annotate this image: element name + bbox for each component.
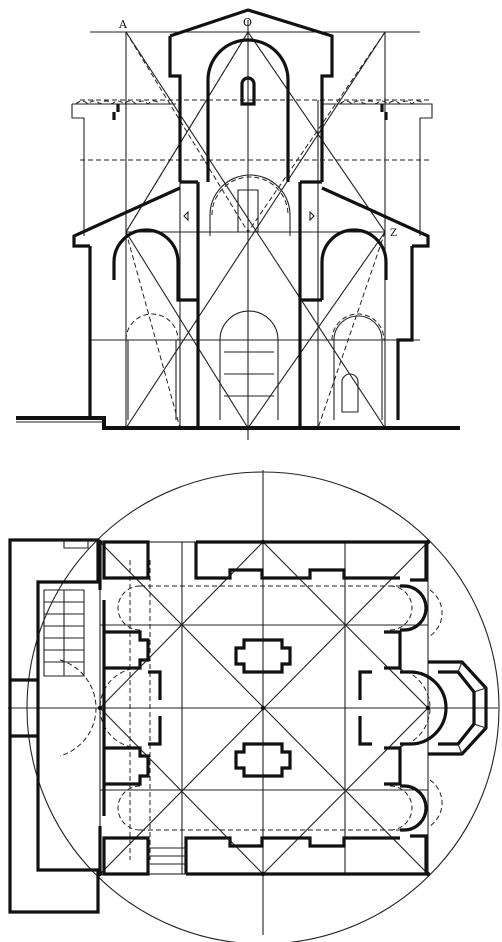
section-construction-lines [90, 20, 420, 440]
plan-apses [400, 584, 488, 832]
point-label-o: O [243, 16, 252, 29]
section-drum [71, 100, 433, 236]
point-label-a: A [118, 18, 128, 31]
section-walls [72, 8, 430, 428]
plan-axes [8, 470, 498, 935]
plan-narthex [8, 538, 100, 914]
section-drawing: A O Z [16, 8, 460, 440]
plan-drawing [8, 470, 500, 942]
plan-piers [104, 630, 402, 786]
point-label-z: Z [390, 228, 397, 239]
plan-walls [98, 540, 428, 876]
plan-dashed-vaults [59, 560, 443, 860]
section-dashed-geometry [80, 31, 430, 429]
section-ground-line [16, 416, 460, 430]
section-openings [112, 104, 388, 420]
